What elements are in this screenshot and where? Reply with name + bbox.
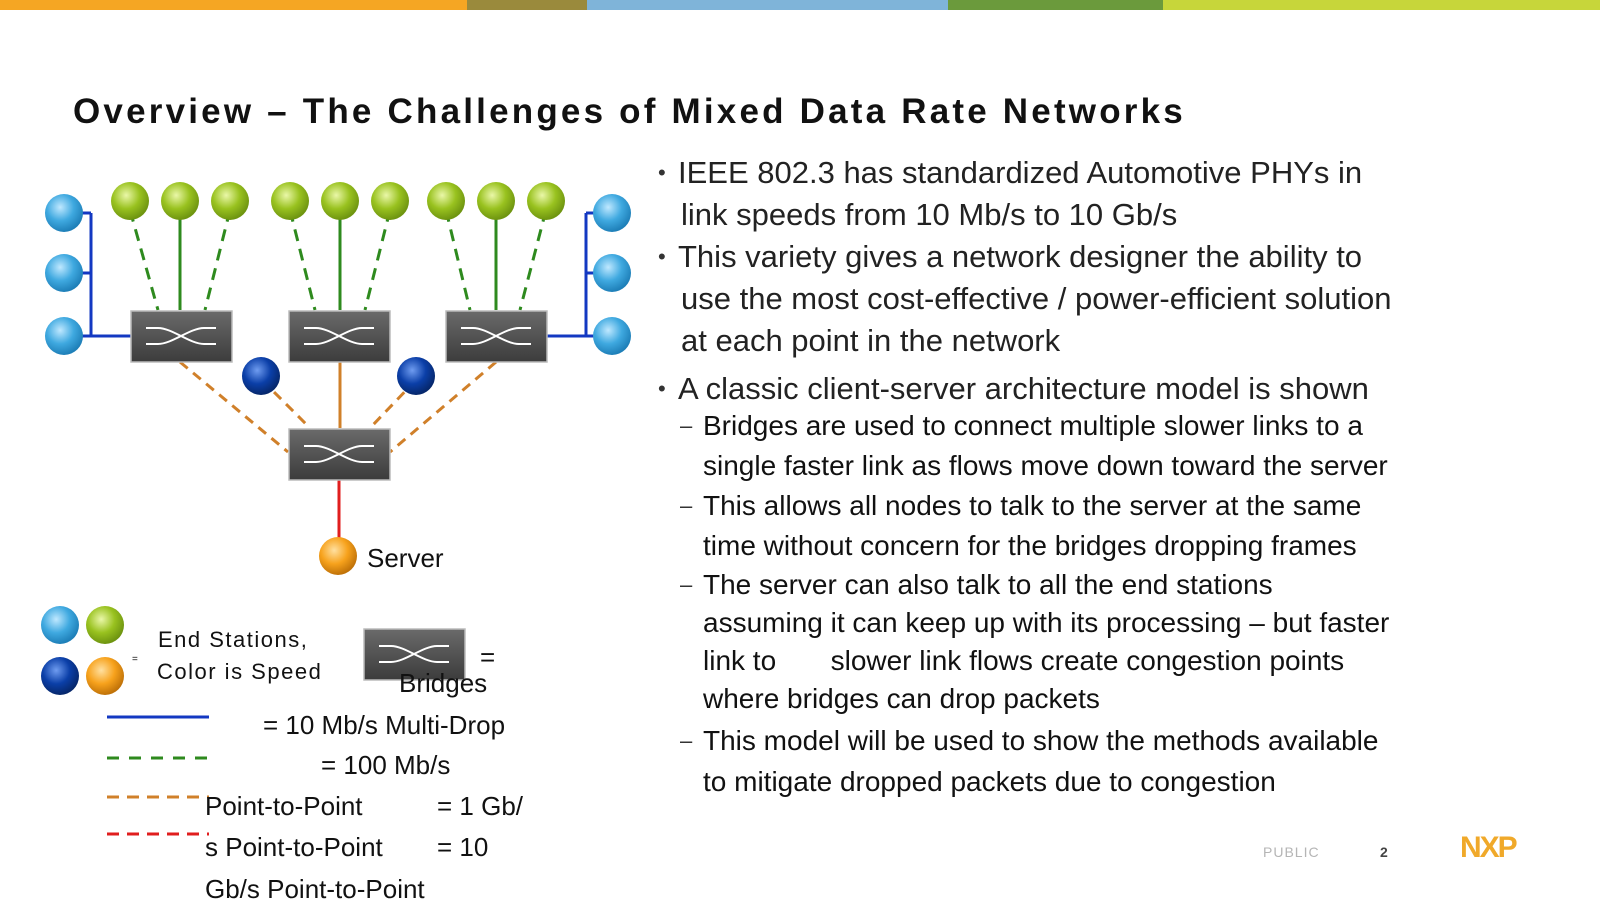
legend-small-equals: = xyxy=(132,654,138,665)
legend-line5-text: Gb/s Point-to-Point xyxy=(205,874,425,904)
bridge-middle xyxy=(288,310,391,363)
bullet-marker: • xyxy=(658,244,666,269)
legend-line4b-text: = 10 xyxy=(437,832,489,862)
sub-bullet-server: – The server can also talk to all the en… xyxy=(658,566,1558,718)
legend-bridges-label: Bridges xyxy=(399,668,488,698)
legend-line3b-text: = 1 Gb/ xyxy=(437,791,523,821)
legend-end-stations-line1: End Stations, xyxy=(158,627,309,652)
bullet-text: IEEE 802.3 has standardized Automotive P… xyxy=(678,155,1363,190)
footer-classification: PUBLIC xyxy=(1263,844,1320,860)
topbar-segment-green xyxy=(948,0,1163,10)
legend-bridge-symbol xyxy=(363,628,466,681)
bullet-text: link speeds from 10 Mb/s to 10 Gb/s xyxy=(681,197,1178,232)
sub-bullet-text: single faster link as flows move down to… xyxy=(703,450,1388,481)
links-100mb xyxy=(128,209,548,311)
sub-bullet-model: – This model will be used to show the me… xyxy=(658,720,1558,802)
legend-line1-text: = 10 Mb/s Multi-Drop xyxy=(263,710,506,740)
topbar-segment-lime xyxy=(1163,0,1600,10)
bullet-marker: • xyxy=(658,160,666,185)
slide-title: Overview – The Challenges of Mixed Data … xyxy=(73,92,1186,131)
top-color-bar xyxy=(0,0,1600,10)
bullet-client-server: • A classic client-server architecture m… xyxy=(658,368,1558,410)
bridge-left xyxy=(130,310,233,363)
bullet-text: A classic client-server architecture mod… xyxy=(678,371,1369,406)
legend-line3a-text: Point-to-Point xyxy=(205,791,363,821)
sub-bullet-text: The server can also talk to all the end … xyxy=(703,569,1273,600)
legend-bridges-equals: = xyxy=(480,642,496,672)
end-stations-100mb xyxy=(111,182,565,220)
legend-line4a-text: s Point-to-Point xyxy=(205,832,383,862)
bridge-right xyxy=(445,310,548,363)
sub-bullet-text: where bridges can drop packets xyxy=(703,683,1100,714)
bullet-text: at each point in the network xyxy=(681,323,1061,358)
sub-bullet-bridges: – Bridges are used to connect multiple s… xyxy=(658,406,1558,486)
sub-bullet-text: link to slower link flows create congest… xyxy=(703,645,1345,676)
legend-line2-text: = 100 Mb/s xyxy=(321,750,451,780)
sub-bullet-allows: – This allows all nodes to talk to the s… xyxy=(658,486,1558,566)
end-stations-1gb xyxy=(242,357,435,395)
bullet-ieee: • IEEE 802.3 has standardized Automotive… xyxy=(658,152,1558,236)
sub-bullet-text: This model will be used to show the meth… xyxy=(703,725,1379,756)
bullet-text: This variety gives a network designer th… xyxy=(678,239,1363,274)
sub-bullet-marker: – xyxy=(680,572,693,597)
server-label: Server xyxy=(367,543,444,573)
sub-bullet-marker: – xyxy=(680,493,693,518)
sub-bullet-text: time without concern for the bridges dro… xyxy=(703,530,1357,561)
topbar-segment-lightblue xyxy=(587,0,948,10)
bullet-variety: • This variety gives a network designer … xyxy=(658,236,1558,362)
legend-station-swatches xyxy=(41,606,124,695)
sub-bullet-marker: – xyxy=(680,728,693,753)
sub-bullet-text: Bridges are used to connect multiple slo… xyxy=(703,410,1363,441)
bridge-center xyxy=(288,428,391,481)
legend-end-stations-line2: Color is Speed xyxy=(157,659,323,684)
network-diagram: Server xyxy=(41,182,631,836)
sub-bullet-text: This allows all nodes to talk to the ser… xyxy=(703,490,1362,521)
bullet-text: use the most cost-effective / power-effi… xyxy=(681,281,1392,316)
sub-bullet-marker: – xyxy=(680,413,693,438)
sub-bullet-text: assuming it can keep up with its process… xyxy=(703,607,1390,638)
nxp-logo: NXP xyxy=(1460,831,1519,864)
topbar-segment-olive xyxy=(467,0,587,10)
nxp-logo-text: NXP xyxy=(1460,831,1517,864)
bullet-marker: • xyxy=(658,376,666,401)
links-1gb xyxy=(179,360,497,454)
bullet-list: • IEEE 802.3 has standardized Automotive… xyxy=(658,152,1558,802)
sub-bullet-text: to mitigate dropped packets due to conge… xyxy=(703,766,1276,797)
footer-page-number: 2 xyxy=(1380,844,1388,860)
topbar-segment-orange xyxy=(0,0,467,10)
end-stations-10mb xyxy=(45,194,631,355)
server-node xyxy=(319,537,357,575)
